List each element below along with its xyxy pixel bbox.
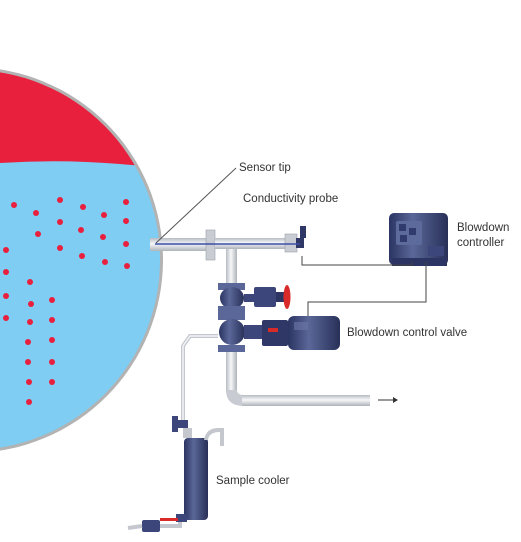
sample-line xyxy=(172,334,218,432)
water-space xyxy=(0,161,160,450)
handwheel-icon xyxy=(283,285,291,309)
blowdown-controller xyxy=(389,213,448,266)
boiler-shell xyxy=(0,69,163,451)
sample-cooler-label: Sample cooler xyxy=(216,475,290,487)
discharge-pipe xyxy=(226,352,398,406)
blowdown-controller-label-line1: Blowdown xyxy=(457,222,509,234)
steam-bubbles xyxy=(3,197,130,405)
blowdown-control-valve xyxy=(218,313,340,352)
probe-pipework xyxy=(150,226,306,284)
valve-actuator xyxy=(288,316,340,350)
blowdown-control-valve-label: Blowdown control valve xyxy=(347,327,467,339)
conductivity-probe-label: Conductivity probe xyxy=(243,193,338,205)
conductivity-probe-body xyxy=(296,238,304,248)
isolation-valve xyxy=(218,283,291,313)
sample-cooler xyxy=(127,428,224,532)
blowdown-controller-label-line2: controller xyxy=(457,237,504,249)
signal-cables xyxy=(301,256,427,316)
sensor-tip-leader xyxy=(155,167,237,244)
sensor-tip-label: Sensor tip xyxy=(239,162,291,174)
